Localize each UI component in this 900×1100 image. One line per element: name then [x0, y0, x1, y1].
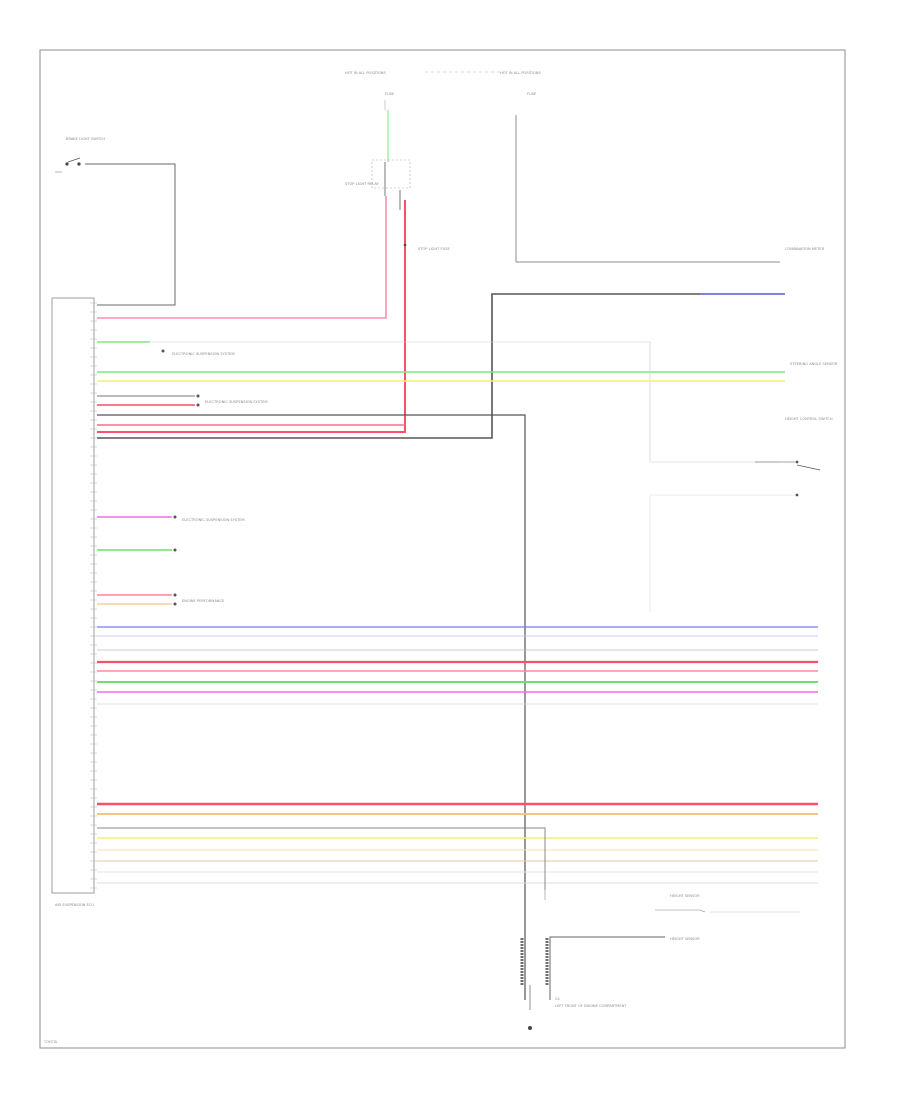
- height-sensor-rear-label: HEIGHT SENSOR: [670, 894, 700, 898]
- stop-light-fuse-label: STOP LIGHT FUSE: [418, 247, 450, 251]
- engine-ref-label: ENGINE PERFORMANCE: [182, 599, 225, 603]
- ecu-name: AIR SUSPENSION ECU: [55, 903, 94, 907]
- combination-meter-label: COMBINATION METER: [785, 247, 825, 251]
- stop-light-relay-label: STOP LIGHT RELAY: [345, 182, 380, 186]
- steering-sensor-label: STEERING ANGLE SENSOR: [790, 362, 838, 366]
- fuse-top-right-label: FUSE: [527, 92, 537, 96]
- ground-text: LEFT FRONT OF ENGINE COMPARTMENT: [555, 1004, 627, 1008]
- height-switch-label: HEIGHT CONTROL SWITCH: [785, 417, 833, 421]
- ecu-pin-ticks: [90, 302, 97, 889]
- ground-label: G1: [555, 997, 560, 1001]
- header-right-connector: HOT IN ALL POSITIONS: [500, 71, 541, 75]
- ecu-connector: [51, 297, 95, 894]
- electronic-ref-label: ELECTRONIC SUSPENSION SYSTEM: [205, 400, 268, 404]
- switch-contact-icon-2: [77, 162, 81, 166]
- suspension-ref-2: ELECTRONIC SUSPENSION SYSTEM: [182, 518, 245, 522]
- header-left-connector: HOT IN ALL POSITIONS: [345, 71, 386, 75]
- brake-light-switch-label: BRAKE LIGHT SWITCH: [66, 137, 105, 141]
- ground-icon: [528, 1026, 532, 1030]
- fuse-top-label: FUSE: [385, 92, 395, 96]
- wire-bus-upper: [97, 626, 818, 705]
- page-footer: TOYOTA: [43, 1040, 58, 1044]
- diagram-frame: [39, 49, 846, 1049]
- stop-light-relay-box: [371, 159, 411, 189]
- wire-bus-lower: [97, 802, 818, 884]
- suspension-ref-1: ELECTRONIC SUSPENSION SYSTEM: [172, 352, 235, 356]
- switch-contact-icon: [65, 162, 69, 166]
- height-sensor-front-label: HEIGHT SENSOR: [670, 937, 700, 941]
